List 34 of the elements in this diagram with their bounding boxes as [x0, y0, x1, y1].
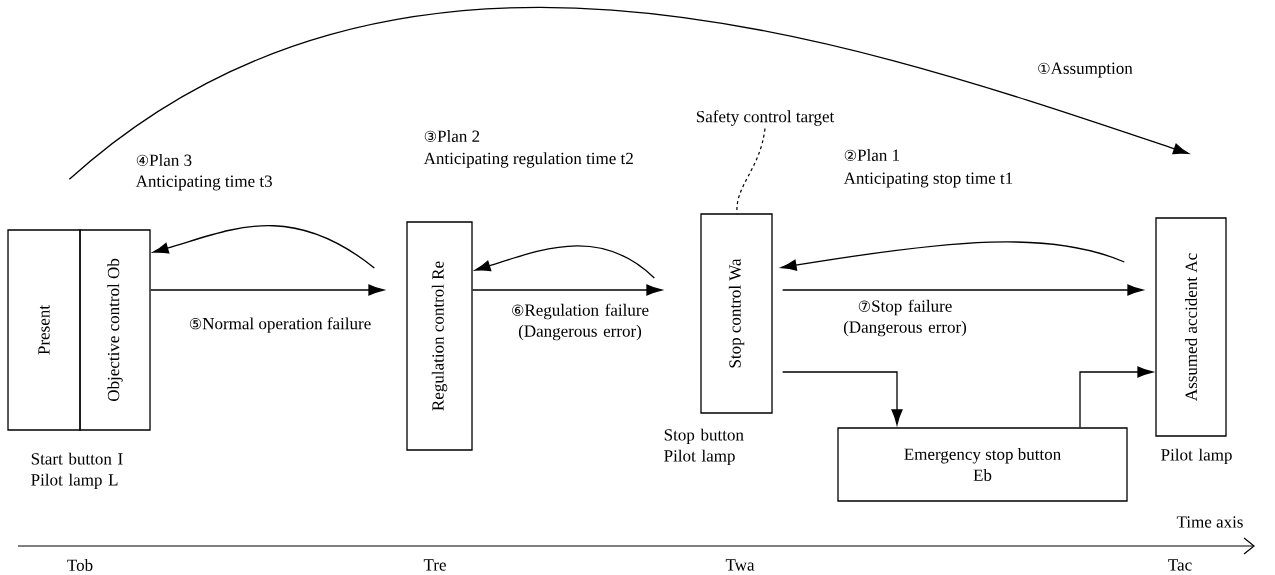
axis-label: Time axis: [1176, 516, 1243, 528]
arrow: [782, 284, 1143, 296]
plan-label: Anticipating time t3: [135, 175, 272, 191]
plan-label: ②Plan 1: [844, 149, 900, 161]
arrow: [1079, 366, 1153, 428]
tick-label: Tac: [1168, 559, 1192, 571]
arrow: [780, 241, 1125, 271]
edge-label: ⑥Regulation failure (Dangerous error): [512, 303, 649, 341]
arrow: [150, 284, 384, 296]
arrow: [782, 371, 903, 425]
plan-label: Anticipating regulation time t2: [423, 152, 633, 168]
arrow: [474, 245, 655, 279]
beside-label: Start button I Pilot lamp L: [31, 452, 123, 490]
process-box: Present: [7, 229, 81, 431]
plan-label: ③Plan 2: [424, 130, 480, 142]
process-box: Stop control Wa: [700, 213, 773, 414]
edge-label: ①Assumption: [1038, 62, 1133, 78]
plan-label: ④Plan 3: [136, 154, 192, 166]
arrow: [68, 6, 1189, 180]
edge-label: ⑤Normal operation failure: [189, 317, 371, 333]
beside-label: Pilot lamp: [1161, 448, 1232, 465]
beside-label: Stop button Pilot lamp: [664, 428, 744, 466]
arrow: [152, 225, 375, 269]
arrow: [472, 284, 662, 296]
plan-label: Anticipating stop time t1: [843, 172, 1013, 188]
process-box: Regulation control Re: [406, 221, 473, 451]
process-box: Objective control Ob: [79, 229, 151, 431]
tick-label: Tre: [423, 559, 446, 571]
tick-label: Twa: [725, 559, 755, 571]
process-box: Assumed accident Ac: [1155, 217, 1227, 437]
tick-label: Tob: [67, 559, 93, 571]
target-label: Safety control target: [696, 110, 835, 126]
edge-label: ⑦Stop failure (Dangerous error): [843, 299, 967, 337]
process-box: Emergency stop button Eb: [837, 427, 1128, 502]
